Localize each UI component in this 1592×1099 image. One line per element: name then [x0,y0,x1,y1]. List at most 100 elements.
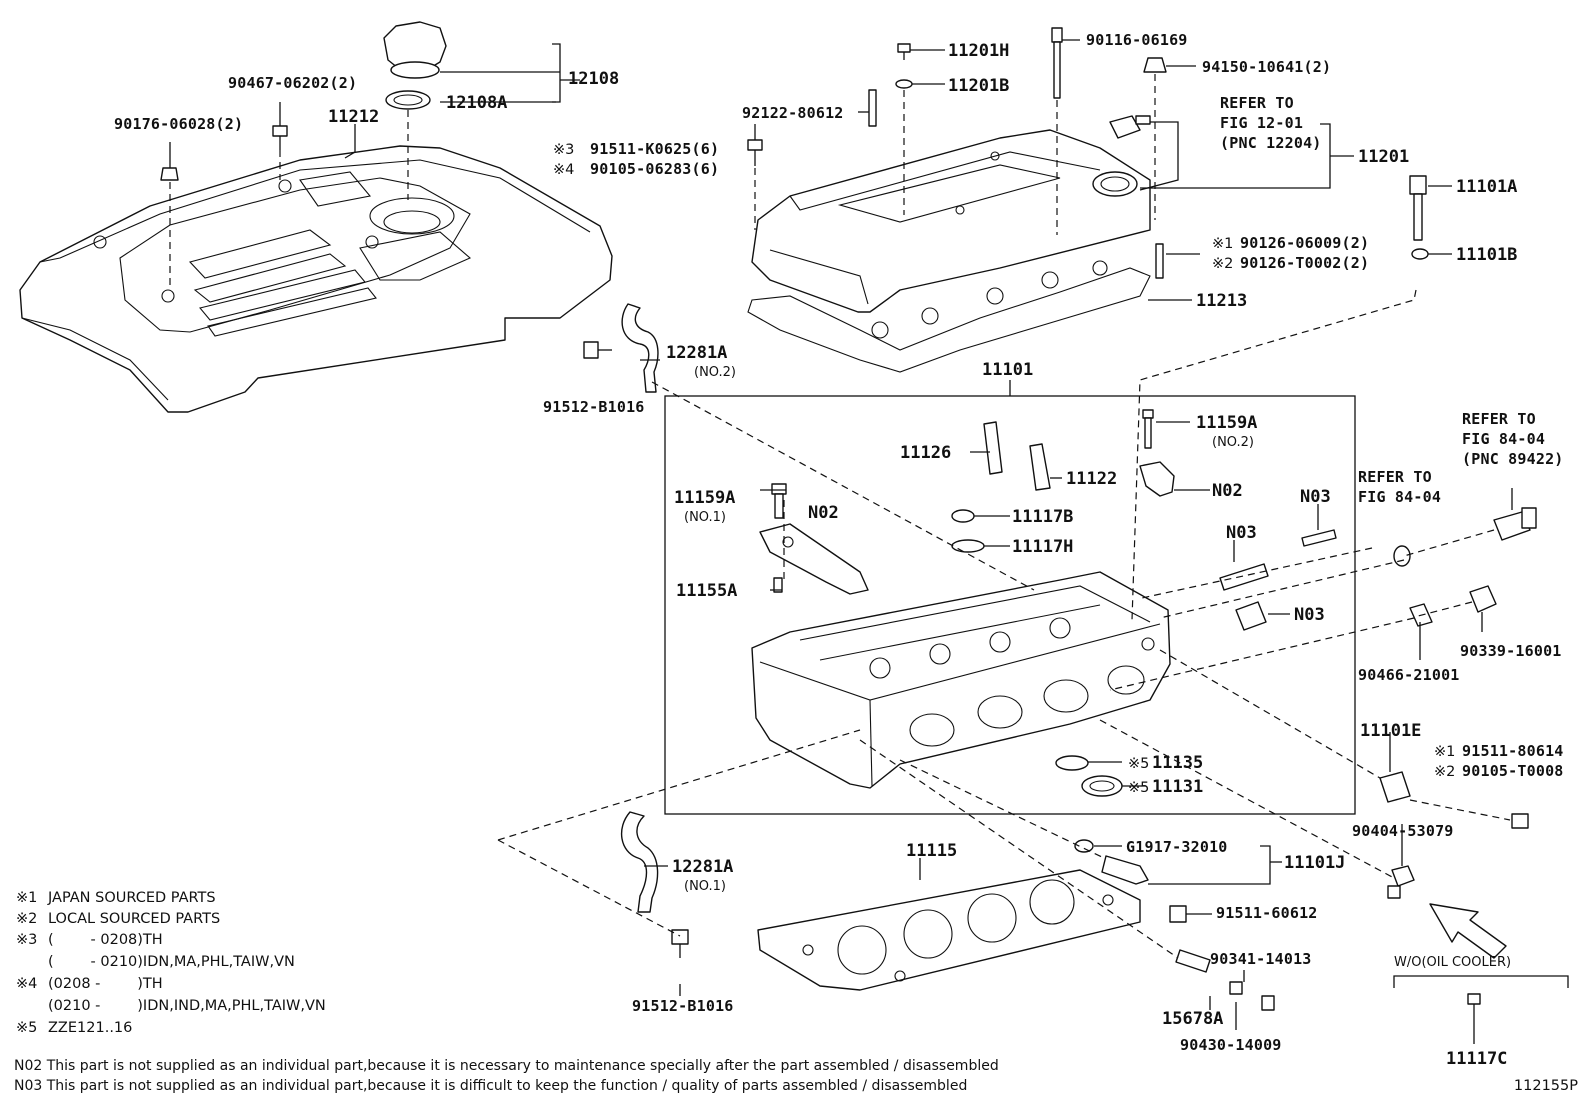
legend-mark: ※1 [16,890,37,906]
label-11101B: 11101B [1456,245,1517,265]
label-11101A: 11101A [1456,177,1517,197]
label-fig-12-01: FIG 12-01 [1220,114,1303,132]
label-11131: 11131 [1152,777,1203,797]
label-refer-to-84: REFER TO [1358,468,1432,486]
label-90341-14013: 90341-14013 [1210,950,1312,968]
engine-hanger-no1-drawing [620,811,659,913]
legend-mark: ※3 [16,932,37,948]
washer-84-04-drawing [1393,545,1411,567]
cylinder-head-drawing [751,571,1171,789]
label-12108: 12108 [568,69,619,89]
pin-11155A-drawing [773,577,783,593]
label-91511-80614: 91511-80614 [1462,742,1564,760]
label-91511-K0625: 91511-K0625(6) [590,140,719,158]
head-cover-gasket-drawing [747,260,1151,373]
label-91511-60612: 91511-60612 [1216,904,1318,922]
n03-bushing-drawing [1235,601,1267,631]
label-11201: 11201 [1358,147,1409,167]
legend-mark: ※2 [16,911,37,927]
label-no1-bolt: (NO.1) [684,510,726,525]
bolt-90116-drawing [1051,27,1063,99]
bolt-90341-drawing [1261,995,1275,1011]
label-11155A: 11155A [676,581,737,601]
seal-11131-drawing [1081,775,1123,797]
cylinder-head-cover-drawing [751,129,1151,313]
label-G1917-32010: G1917-32010 [1126,838,1228,856]
engine-cover-drawing [19,145,613,413]
sensor-11101J-drawing [1074,839,1149,885]
engine-hanger-no2-drawing [621,303,659,393]
legend-text: (0208 - )TH [48,976,163,992]
legend-text: (0210 - )IDN,IND,MA,PHL,TAIW,VN [48,998,326,1014]
sensor-89422-drawing [1493,507,1537,541]
view-direction-arrow [1429,903,1507,959]
label-11117B: 11117B [1012,507,1073,527]
bolt-91511-80614-drawing [1511,813,1529,829]
pipe-11126-drawing [983,421,1003,475]
bolt-91511-K0625-drawing [747,139,763,166]
bolt-11159A-no2-drawing [1142,409,1154,449]
label-n02-top: N02 [1212,481,1243,501]
n03-pin-small-drawing [1301,529,1337,547]
seal-11117B-drawing [951,509,975,523]
label-90126-06009: 90126-06009(2) [1240,234,1369,252]
mark-1-right: ※1 [1434,744,1455,760]
bolt-91511-60612-drawing [1169,905,1187,923]
legend-text: LOCAL SOURCED PARTS [48,911,220,927]
label-90116-06169: 90116-06169 [1086,31,1188,49]
label-no2-hanger: (NO.2) [694,365,736,380]
label-90339-16001: 90339-16001 [1460,642,1562,660]
mark-5-11131: ※5 [1128,780,1149,796]
label-11159A-no2: 11159A [1196,413,1257,433]
mark-1-top: ※1 [1212,236,1233,252]
label-94150-10641: 94150-10641(2) [1202,58,1331,76]
bolt-90467-drawing [272,125,288,150]
label-11159A-no1: 11159A [674,488,735,508]
label-refer-to-12: REFER TO [1220,94,1294,112]
pipe-11122-drawing [1029,443,1051,491]
label-n02-left: N02 [808,503,839,523]
label-91512-B1016-top: 91512-B1016 [543,398,645,416]
label-11101E: 11101E [1360,721,1421,741]
stud-92122-drawing [868,89,877,127]
label-no1-hanger: (NO.1) [684,879,726,894]
label-no2-bolt: (NO.2) [1212,435,1254,450]
label-12281A-top: 12281A [666,343,727,363]
oring-11117H-drawing [951,539,985,553]
label-90467-06202: 90467-06202(2) [228,74,357,92]
legend-mark: ※5 [16,1020,37,1036]
plug-90339-drawing [1469,585,1497,613]
legend: ※1 JAPAN SOURCED PARTS ※2 LOCAL SOURCED … [16,890,326,1036]
sensor-11101E-drawing [1379,771,1411,803]
mark-5-11135: ※5 [1128,756,1149,772]
label-n03-large: N03 [1226,523,1257,543]
label-n03-small: N03 [1300,487,1331,507]
label-11117H: 11117H [1012,537,1073,557]
label-11101: 11101 [982,360,1033,380]
label-11135: 11135 [1152,753,1203,773]
label-11101J: 11101J [1284,853,1345,873]
label-refer-to-84b: REFER TO [1462,410,1536,428]
nut-94150-drawing [1143,57,1167,73]
label-pnc-89422: (PNC 89422) [1462,450,1564,468]
label-fig-84-04: FIG 84-04 [1358,488,1441,506]
label-pnc-12204: (PNC 12204) [1220,134,1322,152]
mark-4: ※4 [553,162,574,178]
label-11213: 11213 [1196,291,1247,311]
footnote-n03: N03 This part is not supplied as an indi… [14,1078,967,1094]
label-11115: 11115 [906,841,957,861]
union-90404-drawing [1387,865,1415,899]
cylinder-head-gasket-drawing [757,869,1141,991]
label-90105-T0008: 90105-T0008 [1462,762,1564,780]
bolt-91512-top-drawing [583,341,612,359]
mark-3: ※3 [553,142,574,158]
legend-mark: ※4 [16,976,37,992]
bolt-11201H-drawing [897,43,911,60]
oil-filler-cap-drawing [383,21,447,110]
label-11117C: 11117C [1446,1049,1507,1069]
label-11122: 11122 [1066,469,1117,489]
legend-text: ZZE121..16 [48,1020,132,1036]
label-90126-T0002: 90126-T0002(2) [1240,254,1369,272]
bolt-11159A-no1-drawing [771,483,787,519]
